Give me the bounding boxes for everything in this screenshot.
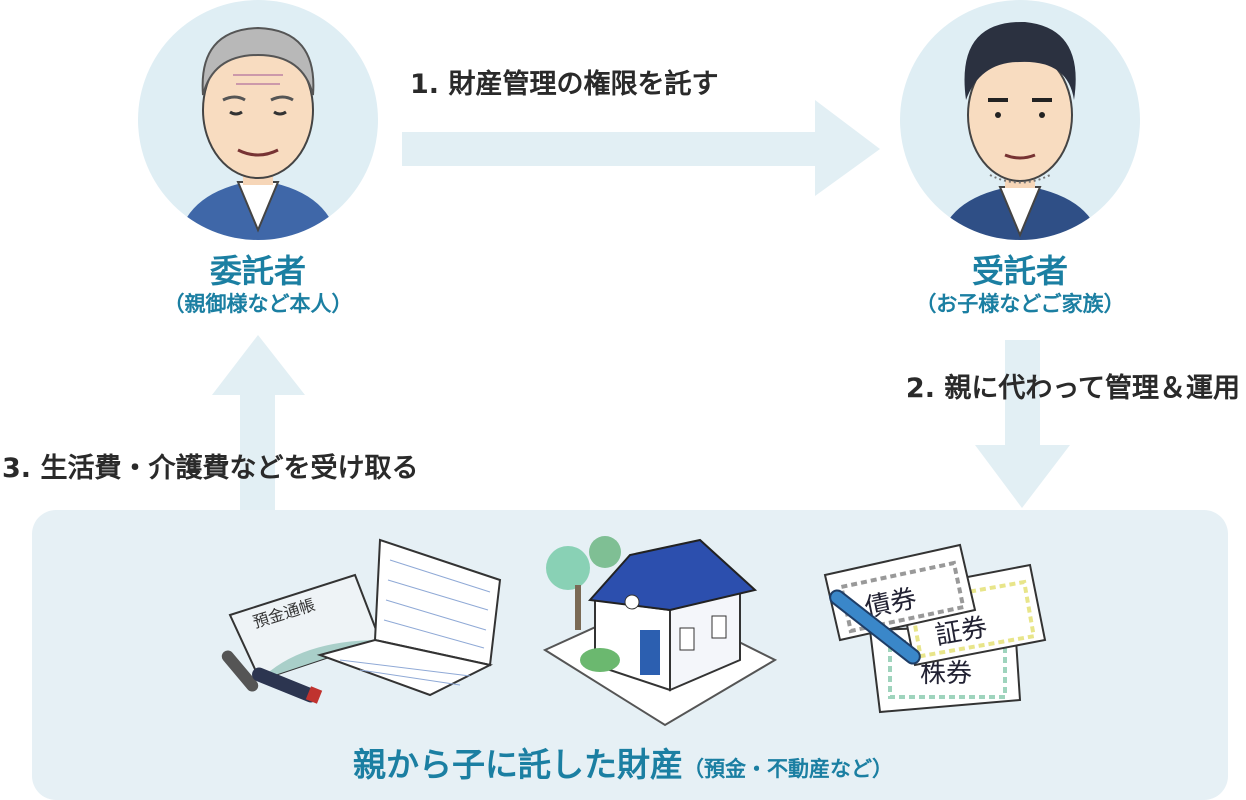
middle-aged-man-icon [940,21,1100,240]
trustee-title: 受託者 [971,252,1068,290]
step-2-label: 2. 親に代わって管理＆運用 [905,373,1240,404]
trustee-label: 受託者 （お子様などご家族） [860,252,1180,318]
step-3-label: 3. 生活費・介護費などを受け取る [2,453,419,484]
settlor-subtitle: （親御様など本人） [163,292,353,316]
house-icon [542,536,778,727]
step-1-label: 1. 財産管理の権限を託す [410,69,719,100]
passbook-icon: 預金通帳 [221,538,502,704]
arrow-right-entrust [402,100,880,196]
settlor-title: 委託者 [209,252,306,290]
assets-label: 親から子に託した財産（預金・不動産など） [0,738,1246,786]
assets-title: 親から子に託した財産 [353,745,683,784]
trustee-subtitle: （お子様などご家族） [915,292,1125,316]
trustee-avatar [900,0,1140,240]
stock-certificate-text: 株券 [920,659,972,689]
settlor-avatar [138,0,378,240]
arrow-down-manage [975,340,1070,508]
assets-note: （預金・不動産など） [683,757,893,781]
settlor-label: 委託者 （親御様など本人） [98,252,418,318]
arrow-up-receive [212,335,305,515]
securities-icon: 株券 証券 債券 [823,543,1047,714]
elderly-man-icon [178,26,338,240]
